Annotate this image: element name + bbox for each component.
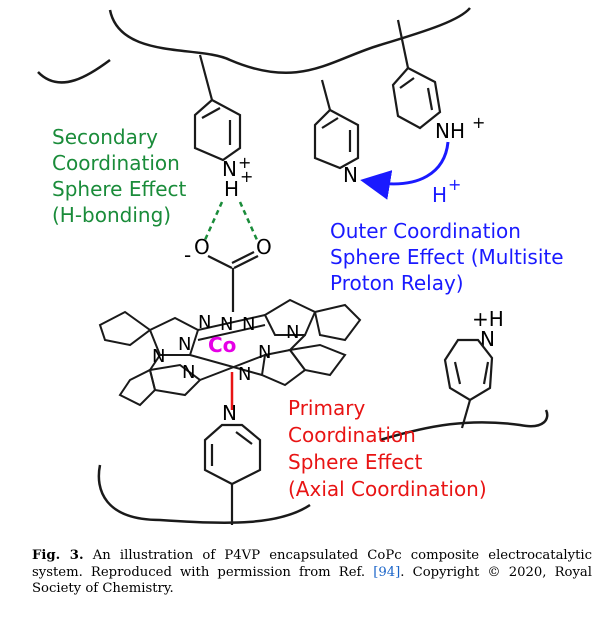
outer-sphere-label: Outer Coordination Sphere Effect (Multis… xyxy=(330,219,564,295)
plus-sign-n: + xyxy=(238,153,251,172)
figure-caption: Fig. 3. An illustration of P4VP encapsul… xyxy=(32,548,592,598)
pyridine-h-bonding xyxy=(193,54,242,162)
nitrogen-pc-2: N xyxy=(220,314,233,335)
outer-line-1: Outer Coordination xyxy=(330,219,521,243)
outer-line-2: Sphere Effect (Multisite xyxy=(330,245,564,269)
caption-text-after: . Copyright © 2020, Royal Society of Che… xyxy=(32,564,592,597)
nitrogen-pc-5: N xyxy=(178,334,191,355)
nitrogen-pc-3: N xyxy=(242,314,255,335)
figure: N + H + - O O N N N N N N N N N Co xyxy=(37,7,564,525)
nitrogen-pc-6: N xyxy=(152,346,165,367)
plus-sign-nh: + xyxy=(472,113,485,132)
proton-label: H xyxy=(432,183,447,207)
oxygen-right: O xyxy=(256,235,272,259)
nitrogen-pc-4: N xyxy=(286,322,299,343)
phthalocyanine-core xyxy=(98,298,362,407)
secondary-line-1: Secondary xyxy=(52,125,158,149)
plus-sign-h: + xyxy=(240,167,253,186)
proton-relay-arrow xyxy=(360,141,450,200)
nitrogen-acceptor: N xyxy=(343,163,358,187)
nitrogen-pc-8: N xyxy=(182,362,195,383)
polymer-backbone-top-tail xyxy=(37,58,111,84)
primary-line-3: Sphere Effect xyxy=(288,450,423,474)
hydrogen-h-bond: H xyxy=(224,177,239,201)
polymer-backbone-top xyxy=(108,7,471,75)
nitrogen-bottom-right: N xyxy=(480,327,495,351)
cobalt-center: Co xyxy=(208,333,236,357)
hydrogen-bond-dashes xyxy=(203,201,259,241)
nitrogen-axial: N xyxy=(222,401,237,425)
proton-plus: + xyxy=(448,175,461,194)
primary-line-1: Primary xyxy=(288,396,365,420)
pyridine-bottom-right xyxy=(443,338,494,429)
secondary-line-3: Sphere Effect xyxy=(52,177,187,201)
protonated-nitrogen: NH xyxy=(435,119,465,143)
caption-text-before: An illustration of P4VP encapsulated CoP… xyxy=(32,548,592,580)
p4vp-copc-diagram: N + H + - O O N N N N N N N N N Co xyxy=(37,7,564,525)
nitrogen-pc-1: N xyxy=(198,312,211,333)
pyridine-proton-acceptor xyxy=(313,79,360,170)
carboxylate-bonds xyxy=(207,251,259,312)
primary-line-4: (Axial Coordination) xyxy=(288,477,487,501)
pyridine-axial xyxy=(203,423,262,525)
secondary-sphere-label: Secondary Coordination Sphere Effect (H-… xyxy=(52,125,187,227)
secondary-line-2: Coordination xyxy=(52,151,180,175)
secondary-line-4: (H-bonding) xyxy=(52,203,171,227)
pyridine-protonated xyxy=(391,19,442,130)
oxygen-minus: - xyxy=(184,243,191,267)
primary-line-2: Coordination xyxy=(288,423,416,447)
plus-h-bottom: +H xyxy=(472,307,504,331)
nitrogen-pc-9: N xyxy=(238,364,251,385)
caption-reference-link[interactable]: [94] xyxy=(373,564,401,580)
nitrogen-pc-7: N xyxy=(258,342,271,363)
outer-line-3: Proton Relay) xyxy=(330,271,464,295)
caption-label: Fig. 3. xyxy=(32,548,84,563)
oxygen-left: O xyxy=(194,235,210,259)
polymer-backbone-right xyxy=(379,409,549,442)
nitrogen-h-bond: N xyxy=(222,157,237,181)
polymer-backbone-bottom xyxy=(97,464,311,525)
primary-sphere-label: Primary Coordination Sphere Effect (Axia… xyxy=(288,396,487,501)
